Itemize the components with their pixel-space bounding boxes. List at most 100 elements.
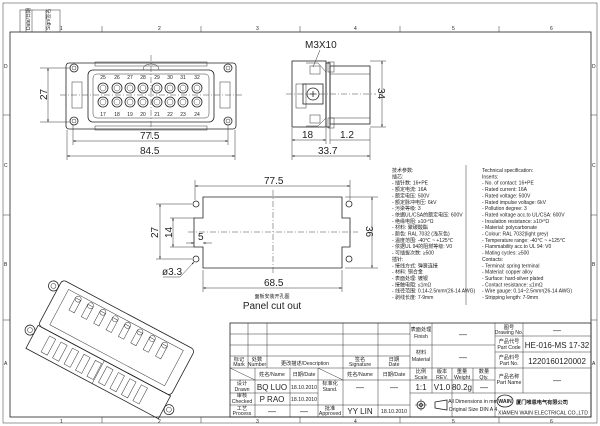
tb-finish-cn: 表面处理 [411, 325, 433, 333]
frame-row-label: A [592, 361, 596, 367]
contact-pin [177, 82, 189, 94]
cutout-dim-left-outer: 27 [150, 226, 161, 238]
tb-name-header: 姓名/Name [259, 370, 285, 378]
pin-number: 31 [180, 75, 186, 81]
contact-pin [111, 82, 123, 94]
iso-pin-head [99, 308, 107, 316]
spec-line: - 接线方式: 弹簧连接 [392, 262, 438, 269]
pin-number: 20 [140, 112, 146, 118]
tb-material: Material [412, 357, 430, 363]
frame-column-label: 1 [60, 26, 63, 32]
cutout-dim-hole: ø3.3 [162, 267, 182, 278]
iso-pin [80, 303, 94, 320]
front-dim-inner-width: 77.5 [140, 131, 160, 142]
pin-number: 30 [167, 75, 173, 81]
pin-number: 28 [140, 75, 146, 81]
iso-fin [132, 384, 148, 405]
tb-weight-cn: 重量 [457, 367, 467, 375]
corner-sign-label: Sign/签名 [45, 9, 52, 30]
tb-checked-name: P RAO [260, 395, 285, 404]
contact-pin-inner [113, 84, 121, 92]
projection-symbol-icon [415, 399, 448, 411]
cutout-dim-right: 36 [363, 226, 374, 238]
iso-pin-head [161, 341, 168, 349]
frame-row-label: A [4, 361, 8, 367]
corner-date-label: Date/日期 [26, 8, 32, 30]
iso-pin-head [74, 295, 82, 303]
iso-fin [63, 347, 79, 368]
company-logo: WAIN [496, 394, 514, 408]
spec-line: - Rated impulse voltage: 6kV [482, 200, 547, 206]
spec-line: - No. of contact: 16+PE [482, 181, 534, 187]
pin-number: 23 [180, 112, 186, 118]
iso-fin [86, 360, 102, 380]
frame-row-label: B [592, 262, 596, 268]
tb-drawn-name: BQ LUO [257, 383, 287, 392]
iso-pin-head [136, 328, 144, 336]
tb-scale-value: 1:1 [415, 383, 427, 392]
tb-drawing-no: Drawing No. [495, 330, 524, 336]
tb-description: 更改描述/Description [281, 359, 329, 367]
iso-pin-head [124, 322, 131, 329]
spec-cn: 技术参数:插芯:- 插针数: 16+PE- 额定电流: 16A- 额定电压: 5… [392, 167, 475, 301]
contact-pin [164, 82, 176, 94]
tb-stand-sig: — [356, 383, 364, 392]
tb-name-header-2: 姓名/Name [347, 370, 373, 378]
front-dim-outer-width: 84.5 [140, 146, 160, 157]
pin-number: 21 [154, 112, 160, 118]
contact-pin [151, 82, 163, 94]
pin-number: 18 [114, 112, 120, 118]
tb-date-header-2: 日期/Date [383, 371, 406, 378]
pin-number: 26 [114, 75, 120, 81]
tb-finish-value: — [459, 330, 467, 339]
spec-line: - 颜色: RAL 7032 (浅灰色) [392, 231, 450, 238]
tb-part-no-cn: 产品料号 [499, 353, 520, 361]
spec-line: - 温度范围: -40℃ ~ +125℃ [392, 237, 454, 244]
pin-number: 29 [154, 75, 160, 81]
frame-row-label: C [592, 163, 596, 169]
frame-row-label: B [4, 262, 8, 268]
frame-column-label: 2 [158, 26, 161, 32]
iso-pin-head [112, 315, 119, 323]
tb-approved-name: YY LIN [347, 407, 372, 416]
spec-line: Inserts: [482, 174, 498, 180]
spec-line: - 依据UL 94的阻燃等级: V0 [392, 243, 452, 250]
tb-date-header: 日期/Date [293, 371, 316, 378]
iso-pin [93, 310, 106, 327]
contact-pin [191, 82, 203, 94]
frame-column-label: 6 [550, 26, 553, 32]
iso-fin [75, 353, 91, 374]
spec-line: - 材料: 聚碳酸酯 [392, 224, 428, 231]
title-block: 标记 Mark 处数 Number 更改描述/Description 签名 Si… [229, 322, 592, 418]
tb-company-cn: 厦门唯恩电气有限公司 [516, 398, 568, 406]
tb-drawn-date: 18.10.2010 [291, 385, 317, 391]
spec-line: - Pollution degree: 3 [482, 206, 527, 212]
spec-line: 技术参数: [392, 167, 413, 174]
contact-pin-inner [153, 84, 161, 92]
tb-weight: Weight [454, 375, 471, 381]
spec-line: - Material: copper alloy [482, 270, 533, 276]
tb-stand-cn: 标准化 [322, 379, 338, 387]
spec-line: - 可插拔次数: ≥500 [392, 250, 434, 257]
spec-line: - 材料: 铜合金 [392, 269, 423, 276]
tb-drawing-no-cn: 图号 [504, 324, 514, 331]
frame-column-label: 5 [452, 26, 455, 32]
frame-column-label: 2 [158, 419, 161, 425]
contact-pin [164, 96, 176, 108]
spec-line: - 依据UL/CSA的额定电压: 600V [392, 211, 463, 218]
cutout-caption-en: Panel cut out [243, 301, 302, 312]
tb-checked: Checked [232, 399, 253, 405]
spec-line: - Contact resistance: ≤1mΩ [482, 282, 543, 288]
spec-line: Contacts: [482, 257, 503, 263]
tb-material-value: — [459, 353, 467, 362]
contact-pin-inner [193, 98, 201, 106]
iso-pin [68, 297, 82, 314]
side-dim-b: 1.2 [340, 130, 354, 141]
spec-line: - Rated voltage: 500V [482, 193, 531, 199]
front-dim-height: 27 [39, 88, 50, 100]
pin-number: 19 [127, 112, 133, 118]
spec-line: Technical specification: [482, 168, 533, 174]
contact-pin-inner [126, 98, 134, 106]
tb-part-code-value: HE-016-MS 17-32 [525, 341, 590, 350]
